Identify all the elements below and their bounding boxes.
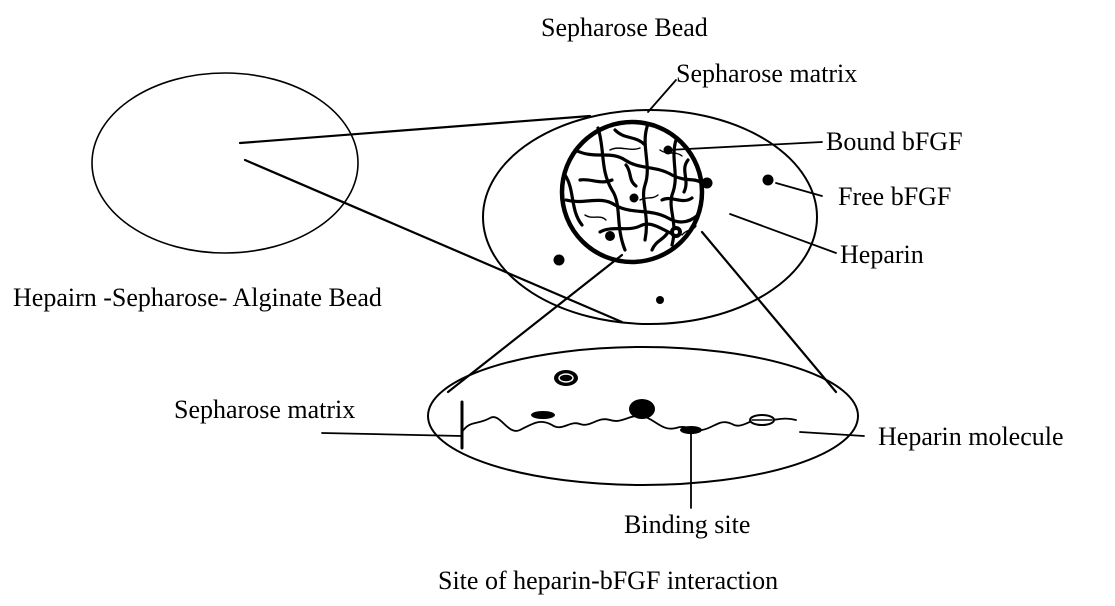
alginate-bead-ellipse (92, 73, 358, 253)
label-alginate-bead: Hepairn -Sepharose- Alginate Bead (13, 283, 382, 312)
binding-site-oval (680, 426, 702, 434)
leader-free-bfgf (776, 183, 822, 196)
bound-bfgf-ring (674, 230, 678, 234)
leader-heparin-molecule (800, 432, 864, 436)
bottom-leader-lines (322, 432, 864, 508)
label-sepharose-bead: Sepharose Bead (541, 13, 708, 42)
matrix-zoom-circle (562, 122, 702, 262)
bound-bfgf-dot (630, 194, 639, 203)
free-bfgf-dot (702, 178, 713, 189)
label-free-bfgf: Free bFGF (838, 182, 951, 211)
zoom-line-circle-right (702, 232, 836, 392)
free-bfgf-target-core (563, 376, 569, 379)
label-binding-site: Binding site (624, 510, 750, 539)
leader-sepharose-matrix-bottom (322, 433, 462, 436)
label-sepharose-matrix-top: Sepharose matrix (676, 59, 857, 88)
label-heparin: Heparin (840, 240, 924, 269)
bfgf-bound-oval-2 (629, 399, 655, 419)
label-interaction-site: Site of heparin-bFGF interaction (438, 566, 778, 595)
label-bound-bfgf: Bound bFGF (826, 127, 963, 156)
zoom-line-circle-left (448, 255, 622, 392)
free-bfgf-dot (554, 255, 565, 266)
leader-heparin (730, 214, 836, 253)
free-bfgf-dot (656, 296, 664, 304)
bfgf-bound-oval-1 (531, 411, 555, 419)
label-heparin-molecule: Heparin molecule (878, 422, 1064, 451)
heparin-molecule-line (462, 416, 796, 432)
sepharose-bead-ellipse (483, 110, 817, 324)
leader-bound-bfgf (668, 142, 822, 150)
leader-sepharose-matrix-top (648, 80, 676, 112)
label-sepharose-matrix-bottom: Sepharose matrix (174, 395, 355, 424)
free-bfgf-dot (763, 175, 774, 186)
bound-bfgf-dot (605, 231, 615, 241)
